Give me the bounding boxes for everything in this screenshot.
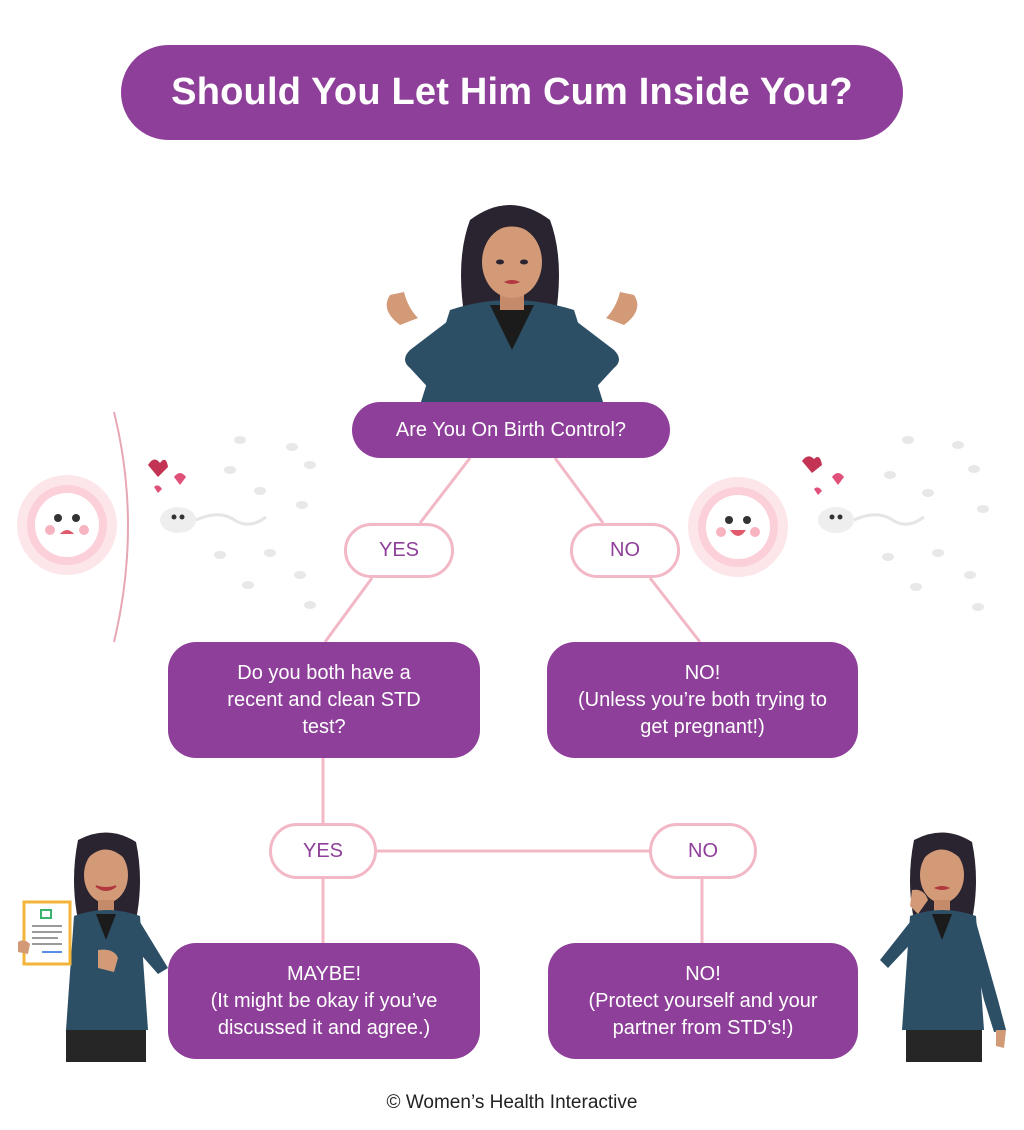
woman-thumbs-up-icon: [18, 832, 168, 1062]
page-title: Should You Let Him Cum Inside You?: [121, 45, 903, 140]
answer-no-std: NO: [649, 823, 757, 879]
result-no-protect: NO! (Protect yourself and your partner f…: [548, 943, 858, 1059]
answer-no-birth-control: NO: [570, 523, 680, 578]
sperm-swarm-icon: [802, 436, 989, 611]
connector-question-to-yes1: [418, 457, 472, 524]
question-std-test: Do you both have a recent and clean STD …: [168, 642, 480, 758]
woman-thinking-icon: [880, 832, 1006, 1062]
connector-question-to-no1: [553, 457, 605, 524]
sperm-swarm-icon: [148, 436, 316, 609]
woman-shrugging-icon: [386, 205, 638, 405]
answer-yes-birth-control: YES: [344, 523, 454, 578]
answer-yes-std: YES: [269, 823, 377, 879]
connector-no1-to-pregnant: [648, 577, 702, 643]
question-birth-control: Are You On Birth Control?: [352, 402, 670, 458]
connector-yes1-to-std: [323, 577, 374, 643]
egg-happy-icon: [688, 477, 788, 577]
result-maybe: MAYBE! (It might be okay if you’ve discu…: [168, 943, 480, 1059]
result-no-pregnant: NO! (Unless you’re both trying to get pr…: [547, 642, 858, 758]
barrier-arc-icon: [113, 411, 129, 643]
copyright-footer: © Women’s Health Interactive: [386, 1092, 638, 1113]
egg-blocked-icon: [17, 475, 117, 575]
